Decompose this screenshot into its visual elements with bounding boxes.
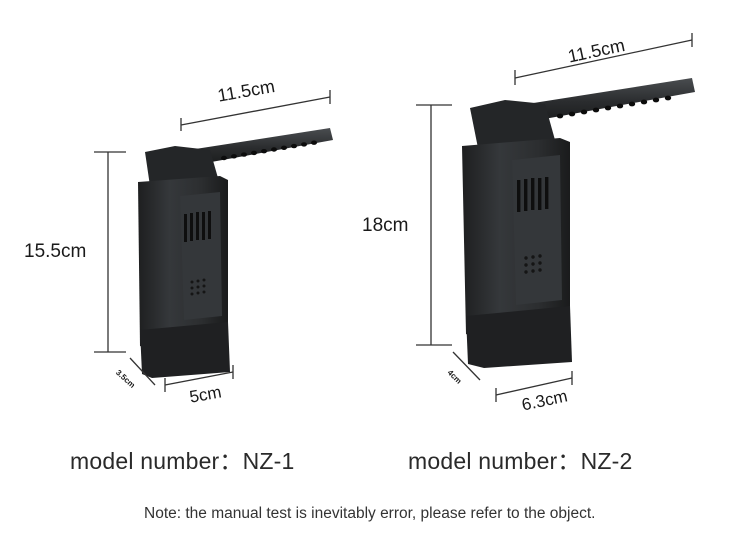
filter-base — [466, 306, 572, 368]
height-label-nz2: 18cm — [362, 215, 409, 236]
filter-nz2 — [462, 78, 695, 368]
outlet-head — [470, 100, 555, 148]
spray-holes — [221, 140, 317, 161]
model-label-nz2: model number：NZ-2 — [408, 448, 633, 474]
dimension-lines — [94, 33, 693, 402]
filter-base — [140, 322, 230, 378]
outlet-head — [145, 146, 218, 186]
spray-holes — [556, 95, 672, 119]
front-panel — [512, 155, 562, 305]
front-panel — [180, 192, 222, 320]
height-label-nz1: 15.5cm — [24, 241, 87, 262]
vent-slots — [517, 177, 549, 212]
spray-bar-arm — [176, 128, 333, 168]
disclaimer-note: Note: the manual test is inevitably erro… — [144, 505, 596, 522]
filter-nz1 — [138, 128, 333, 378]
model-label-nz1: model number：NZ-1 — [70, 448, 295, 474]
spray-bar-arm — [502, 78, 695, 126]
grip-dots — [524, 254, 542, 274]
vent-slots — [184, 211, 211, 242]
grip-dots — [190, 278, 206, 296]
